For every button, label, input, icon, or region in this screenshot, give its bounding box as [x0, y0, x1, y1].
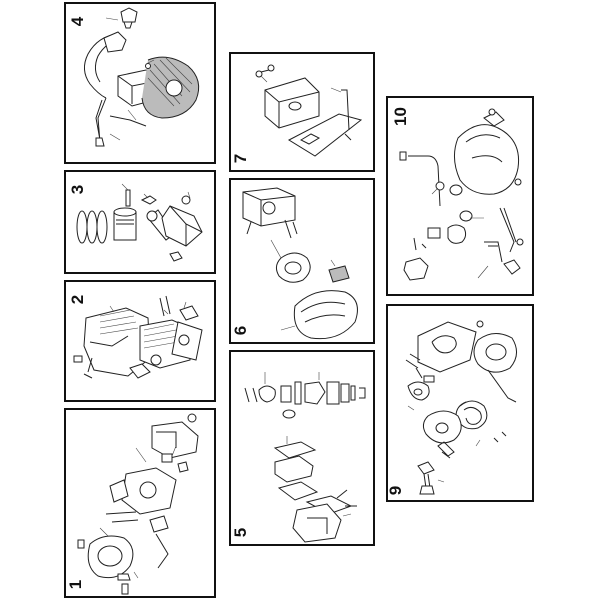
- panel-3: 3: [64, 170, 216, 274]
- panel-6: 6: [229, 178, 375, 344]
- panel-2: 2: [64, 280, 216, 402]
- diagram-carburetor: [231, 352, 377, 548]
- diagram-fuel-system: [66, 4, 218, 166]
- panel-4: 4: [64, 2, 216, 164]
- diagram-fuel-tank: [388, 98, 536, 298]
- diagram-crankcase: [66, 410, 218, 600]
- diagram-muffler: [231, 54, 377, 174]
- panel-5: 5: [229, 350, 375, 546]
- diagram-air-filter: [231, 180, 377, 346]
- panel-7: 7: [229, 52, 375, 172]
- diagram-recoil-starter: [388, 306, 536, 504]
- panel-1: 1: [64, 408, 216, 598]
- diagram-piston-crankshaft: [66, 172, 218, 276]
- panel-9: 9: [386, 304, 534, 502]
- diagram-cylinder-cover: [66, 282, 218, 404]
- panel-10: 10: [386, 96, 534, 296]
